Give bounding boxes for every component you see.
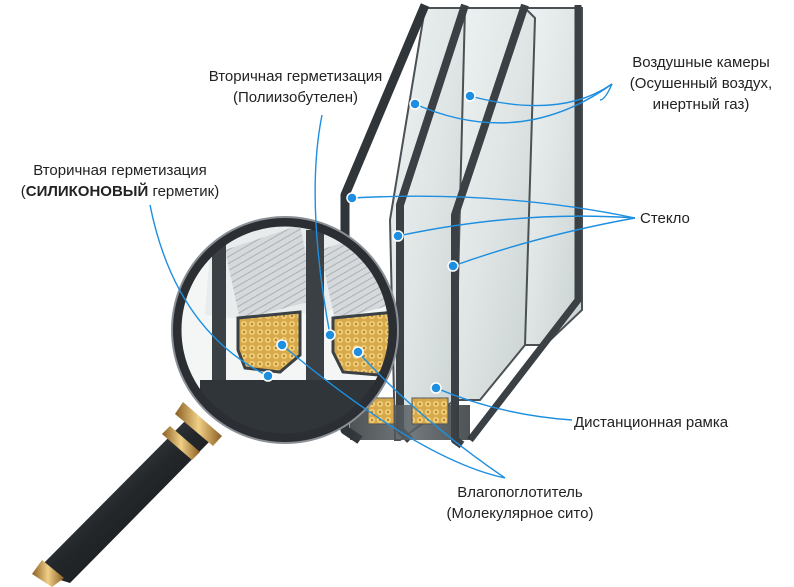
label-secondary-seal-silicone-line1: Вторичная герметизация xyxy=(33,162,207,179)
label-secondary-seal-silicone: Вторичная герметизация (СИЛИКОНОВЫЙ герм… xyxy=(4,160,236,202)
label-secondary-seal-pib-line1: Вторичная герметизация xyxy=(208,68,383,85)
callout-lines xyxy=(149,83,636,479)
magnifier-handle xyxy=(32,402,222,587)
label-spacer-frame: Дистанционная рамка xyxy=(574,414,729,431)
pointer-line-desiccant-1 xyxy=(357,351,506,479)
lens-glass-2 xyxy=(306,230,324,400)
label-air-chambers: Воздушные камеры (Осушенный воздух, инер… xyxy=(618,52,784,115)
label-glass: Стекло xyxy=(640,210,690,227)
pointer-line-air-3 xyxy=(599,83,613,101)
dot-silicone xyxy=(262,370,274,382)
pointer-line-glass-3 xyxy=(452,217,636,267)
label-desiccant-line2: (Молекулярное сито) xyxy=(446,505,594,522)
dot-air-2 xyxy=(464,90,476,102)
desiccant-block-right xyxy=(331,310,393,377)
pointer-line-pib xyxy=(314,114,331,336)
label-silicone-bold: СИЛИКОНОВЫЙ xyxy=(25,183,149,200)
pointer-line-desiccant-2 xyxy=(281,344,506,479)
label-desiccant: Влагопоглотитель (Молекулярное сито) xyxy=(420,482,620,524)
pointer-line-air-2 xyxy=(469,83,613,107)
label-silicone-prefix: ( xyxy=(20,183,26,200)
pointer-line-air-1 xyxy=(414,83,613,124)
dot-pib xyxy=(324,329,336,341)
dot-glass-2 xyxy=(392,230,404,242)
dot-glass-3 xyxy=(447,260,459,272)
pointer-line-glass-2 xyxy=(397,215,636,237)
pane-edge-rear xyxy=(467,5,582,443)
spacer-desiccant-back xyxy=(411,397,449,425)
spacer-channel-left xyxy=(225,225,315,320)
pointer-line-glass-1 xyxy=(351,195,636,219)
label-air-chambers-line1: Воздушные камеры xyxy=(632,54,770,71)
desiccant-block-left xyxy=(236,310,302,374)
pointer-line-silicone xyxy=(149,204,269,377)
dot-glass-1 xyxy=(346,192,358,204)
dot-desiccant-1 xyxy=(352,346,364,358)
magnifying-glass-icon xyxy=(32,216,399,587)
label-secondary-seal-pib-line2: (Полиизобутелен) xyxy=(232,89,359,106)
label-secondary-seal-pib: Вторичная герметизация (Полиизобутелен) xyxy=(188,66,403,108)
magnifier-rim xyxy=(172,217,398,443)
label-secondary-seal-silicone-line2: (СИЛИКОНОВЫЙ герметик) xyxy=(4,181,236,202)
dot-desiccant-2 xyxy=(276,339,288,351)
label-silicone-suffix: герметик) xyxy=(148,183,220,200)
label-air-chambers-line3: инертный газ) xyxy=(652,96,750,113)
pane-edge-back xyxy=(451,3,529,449)
dot-spacer xyxy=(430,382,442,394)
dot-air-1 xyxy=(409,98,421,110)
pointer-line-spacer xyxy=(435,387,573,421)
label-air-chambers-line2: (Осушенный воздух, xyxy=(629,75,773,92)
callout-dots xyxy=(262,90,476,394)
label-desiccant-line1: Влагопоглотитель xyxy=(457,484,583,501)
lens-glass-1 xyxy=(212,230,226,390)
